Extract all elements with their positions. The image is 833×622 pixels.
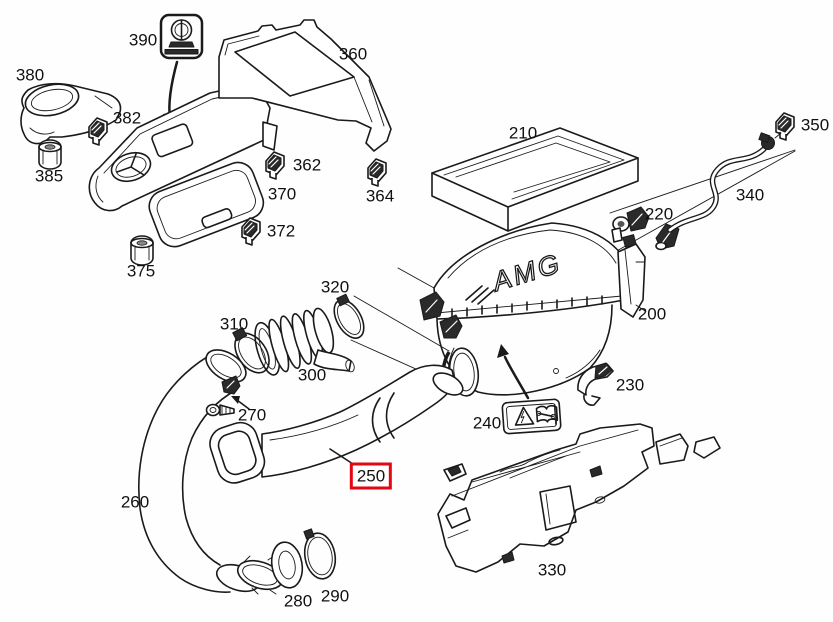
three-pointed-star-icon — [110, 151, 152, 183]
center-cover-drawing — [88, 82, 271, 212]
cap-symbol-icon — [159, 13, 204, 60]
part-370-drawing — [148, 161, 265, 248]
part-label-290[interactable]: 290 — [320, 586, 350, 606]
part-label-220[interactable]: 220 — [644, 204, 674, 224]
part-320-clamp — [333, 293, 365, 339]
part-label-370[interactable]: 370 — [267, 184, 297, 204]
part-label-364[interactable]: 364 — [365, 186, 395, 206]
warning-triangle-icon — [514, 406, 535, 426]
part-290-clamp — [303, 528, 337, 580]
part-label-350[interactable]: 350 — [800, 115, 830, 135]
part-label-372[interactable]: 372 — [266, 221, 296, 241]
part-label-270[interactable]: 270 — [237, 405, 267, 425]
part-label-382[interactable]: 382 — [112, 108, 142, 128]
part-label-380[interactable]: 380 — [15, 65, 45, 85]
part-label-320[interactable]: 320 — [320, 277, 350, 297]
part-330-drawing — [437, 423, 721, 573]
part-label-280[interactable]: 280 — [283, 591, 313, 611]
part-label-340[interactable]: 340 — [735, 185, 765, 205]
part-210-drawing — [431, 127, 639, 232]
part-label-375[interactable]: 375 — [126, 261, 156, 281]
part-360-drawing — [218, 19, 392, 152]
part-label-300[interactable]: 300 — [297, 365, 327, 385]
part-200-drawing: AMG — [350, 222, 646, 397]
part-label-360[interactable]: 360 — [338, 44, 368, 64]
part-250-drawing — [209, 364, 464, 484]
part-240-drawing — [497, 344, 562, 435]
part-label-260[interactable]: 260 — [120, 492, 150, 512]
part-label-362[interactable]: 362 — [292, 155, 322, 175]
part-label-210[interactable]: 210 — [508, 123, 538, 143]
part-label-330[interactable]: 330 — [537, 560, 567, 580]
part-300-drawing — [254, 307, 355, 376]
part-270-drawing — [205, 396, 250, 417]
part-340-drawing — [655, 132, 782, 251]
repair-manual-icon — [535, 404, 559, 423]
part-label-310[interactable]: 310 — [219, 314, 249, 334]
part-label-240[interactable]: 240 — [472, 413, 502, 433]
part-220-drawing — [611, 206, 650, 243]
position-leader-lines — [609, 149, 796, 254]
part-280-ring — [270, 541, 304, 589]
part-label-250[interactable]: 250 — [349, 462, 393, 490]
part-label-385[interactable]: 385 — [34, 166, 64, 186]
part-label-230[interactable]: 230 — [615, 375, 645, 395]
part-label-200[interactable]: 200 — [637, 304, 667, 324]
part-label-390[interactable]: 390 — [128, 30, 158, 50]
part-230-drawing — [577, 362, 614, 406]
